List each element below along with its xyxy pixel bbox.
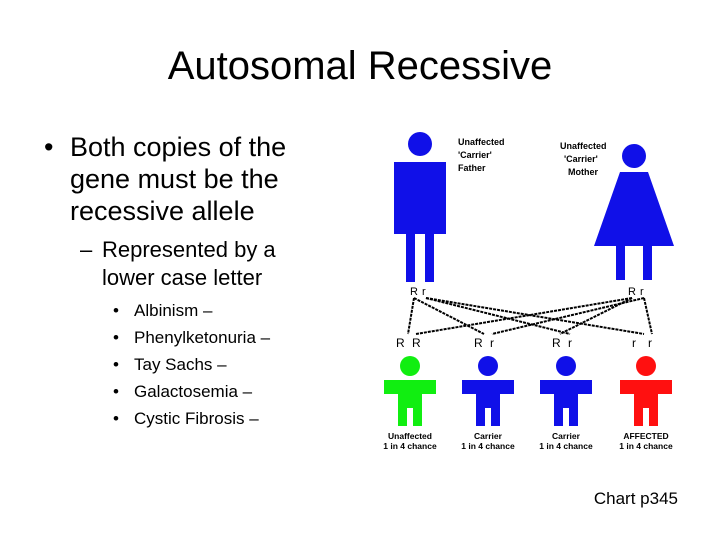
child-head-shape: [478, 356, 498, 376]
disease-item: • Albinism –: [113, 297, 270, 324]
child-allele-2: R: [412, 336, 421, 350]
father-label-line3: Father: [458, 163, 486, 173]
child-allele-2: r: [648, 336, 652, 350]
disease-name: Phenylketonuria –: [134, 328, 271, 347]
disease-item: • Tay Sachs –: [113, 351, 270, 378]
mother-icon: [594, 144, 674, 280]
disease-name: Galactosemia –: [134, 382, 253, 401]
child-status-label: AFFECTED: [623, 431, 668, 441]
chart-reference: Chart p345: [593, 489, 678, 508]
child-chance-label: 1 in 4 chance: [461, 441, 515, 451]
sub-bullet-text: Represented by a lower case letter: [102, 237, 276, 290]
allele-line: [407, 297, 415, 335]
disease-name: Albinism –: [134, 301, 213, 320]
child-icon: [540, 356, 592, 426]
bullet-dot-icon: •: [113, 328, 119, 347]
bullet-dot-icon: •: [113, 301, 119, 320]
child-icon: [462, 356, 514, 426]
allele-lines: [407, 297, 653, 335]
child-head-shape: [400, 356, 420, 376]
child-head-shape: [636, 356, 656, 376]
bullet-dot-icon: •: [113, 409, 119, 428]
child-allele-1: R: [396, 336, 405, 350]
allele-line: [425, 297, 645, 335]
mother-label-line1: Unaffected: [560, 141, 607, 151]
child-head-shape: [556, 356, 576, 376]
disease-name: Tay Sachs –: [134, 355, 227, 374]
child-status-label: Unaffected: [388, 431, 432, 441]
allele-line: [491, 297, 645, 335]
inheritance-diagram: Unaffected 'Carrier' Father R r Unaffect…: [383, 132, 674, 451]
father-head-shape: [408, 132, 432, 156]
child-body-shape: [384, 380, 436, 426]
child-status-label: Carrier: [552, 431, 581, 441]
disease-item: • Galactosemia –: [113, 378, 270, 405]
allele-line: [415, 297, 633, 335]
child-body-shape: [540, 380, 592, 426]
disease-item: • Phenylketonuria –: [113, 324, 270, 351]
father-icon: [394, 132, 446, 282]
mother-figure: Unaffected 'Carrier' Mother R r: [560, 141, 674, 298]
child-body-shape: [620, 380, 672, 426]
bullet-dot-icon: •: [113, 382, 119, 401]
bullet-list: • Both copies of the gene must be the re…: [0, 0, 320, 460]
bullet-text: Both copies of the gene must be the rece…: [70, 132, 287, 226]
child-chance-label: 1 in 4 chance: [539, 441, 593, 451]
disease-item: • Cystic Fibrosis –: [113, 405, 270, 432]
father-figure: Unaffected 'Carrier' Father R r: [394, 132, 505, 298]
child-allele-1: R: [474, 336, 483, 350]
mother-label-line2: 'Carrier': [564, 154, 598, 164]
bullet-dash-icon: –: [80, 237, 93, 262]
father-label-line2: 'Carrier': [458, 150, 492, 160]
allele-line: [413, 297, 485, 335]
father-allele-1: R: [410, 286, 418, 298]
bullet-dot-icon: •: [113, 355, 119, 374]
allele-line: [425, 297, 571, 335]
slide-title: Autosomal Recessive: [167, 44, 553, 88]
disease-list: • Albinism – • Phenylketonuria – • Tay Sach…: [113, 297, 270, 432]
allele-line: [643, 297, 653, 335]
child-icon: [384, 356, 436, 426]
child-allele-2: r: [490, 336, 494, 350]
mother-head-shape: [622, 144, 646, 168]
child-chance-label: 1 in 4 chance: [619, 441, 673, 451]
mother-label-line3: Mother: [568, 167, 598, 177]
mother-allele-1: R: [628, 286, 636, 298]
child-chance-label: 1 in 4 chance: [383, 441, 437, 451]
mother-body-shape: [594, 172, 674, 280]
child-icon: [620, 356, 672, 426]
mother-allele-2: r: [640, 286, 644, 298]
father-label-line1: Unaffected: [458, 137, 505, 147]
father-allele-2: r: [422, 286, 426, 298]
disease-name: Cystic Fibrosis –: [134, 409, 259, 428]
child-body-shape: [462, 380, 514, 426]
child-allele-1: r: [632, 336, 636, 350]
child-allele-1: R: [552, 336, 561, 350]
bullet-dot-icon: •: [44, 132, 54, 162]
child-status-label: Carrier: [474, 431, 503, 441]
father-body-shape: [394, 162, 446, 282]
child-allele-2: r: [568, 336, 572, 350]
